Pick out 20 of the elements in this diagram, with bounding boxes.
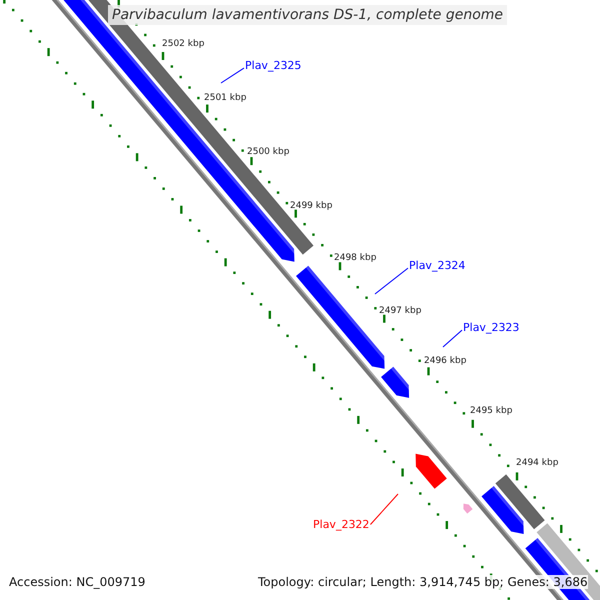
footer-text: Accession: NC_009719 (9, 575, 146, 589)
tick-label: 2497 kbp (379, 306, 422, 316)
footer-text: Topology: circular; Length: 3,914,745 bp; Genes: 3,686 (258, 575, 588, 589)
gene-label: Plav_2324 (409, 259, 466, 272)
tick-label: 2499 kbp (290, 201, 332, 211)
map-title: Parvibaculum lavamentivorans DS-1, complete genome (108, 5, 508, 25)
gene-label: Plav_2323 (463, 321, 520, 334)
leader-line (442, 330, 462, 348)
gene-label: Plav_2325 (245, 59, 302, 72)
leader-line (370, 494, 398, 525)
tick-label: 2501 kbp (204, 93, 246, 103)
tick-label: 2494 kbp (516, 458, 558, 468)
leader-line (374, 268, 408, 294)
tick-label: 2496 kbp (424, 356, 466, 366)
gene-label: Plav_2322 (313, 518, 370, 531)
tick-label: 2498 kbp (334, 253, 376, 263)
tick-label: 2502 kbp (162, 39, 204, 49)
tick-label: 2495 kbp (470, 406, 512, 416)
tick-label: 2500 kbp (247, 147, 290, 157)
leader-line (220, 68, 244, 84)
